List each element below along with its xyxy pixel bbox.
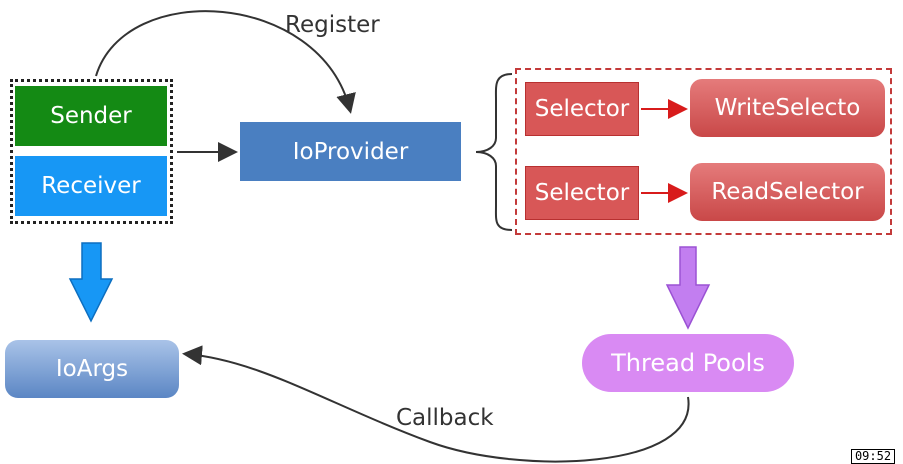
register-arrow <box>95 10 356 114</box>
write-selector-label: WriteSelecto <box>714 95 861 121</box>
read-selector-label: ReadSelector <box>711 179 864 205</box>
ioargs-node[interactable]: IoArgs <box>5 340 179 398</box>
register-label: Register <box>285 12 380 38</box>
video-timestamp: 09:52 <box>851 449 895 464</box>
thread-pools-node[interactable]: Thread Pools <box>582 334 794 392</box>
sender-label: Sender <box>50 103 132 129</box>
thread-pools-label: Thread Pools <box>611 349 765 377</box>
selector-group <box>515 68 892 235</box>
selector-brace <box>475 73 513 231</box>
receiver-node[interactable]: Receiver <box>15 156 167 216</box>
receiver-label: Receiver <box>41 173 141 199</box>
ioprovider-node[interactable]: IoProvider <box>240 122 461 181</box>
selector-node-1[interactable]: Selector <box>525 82 639 136</box>
sender-receiver-group <box>10 79 173 224</box>
blue-down-arrow <box>68 242 114 323</box>
read-selector-node[interactable]: ReadSelector <box>690 163 885 221</box>
selector-1-label: Selector <box>534 96 630 122</box>
selector-2-label: Selector <box>534 180 630 206</box>
callback-label: Callback <box>396 405 494 431</box>
ioargs-label: IoArgs <box>55 356 129 382</box>
purple-down-arrow <box>665 246 711 330</box>
selector-node-2[interactable]: Selector <box>525 166 639 220</box>
write-selector-node[interactable]: WriteSelecto <box>690 79 885 137</box>
callback-arrow <box>182 345 690 463</box>
sender-node[interactable]: Sender <box>15 86 167 146</box>
ioprovider-label: IoProvider <box>292 138 409 165</box>
